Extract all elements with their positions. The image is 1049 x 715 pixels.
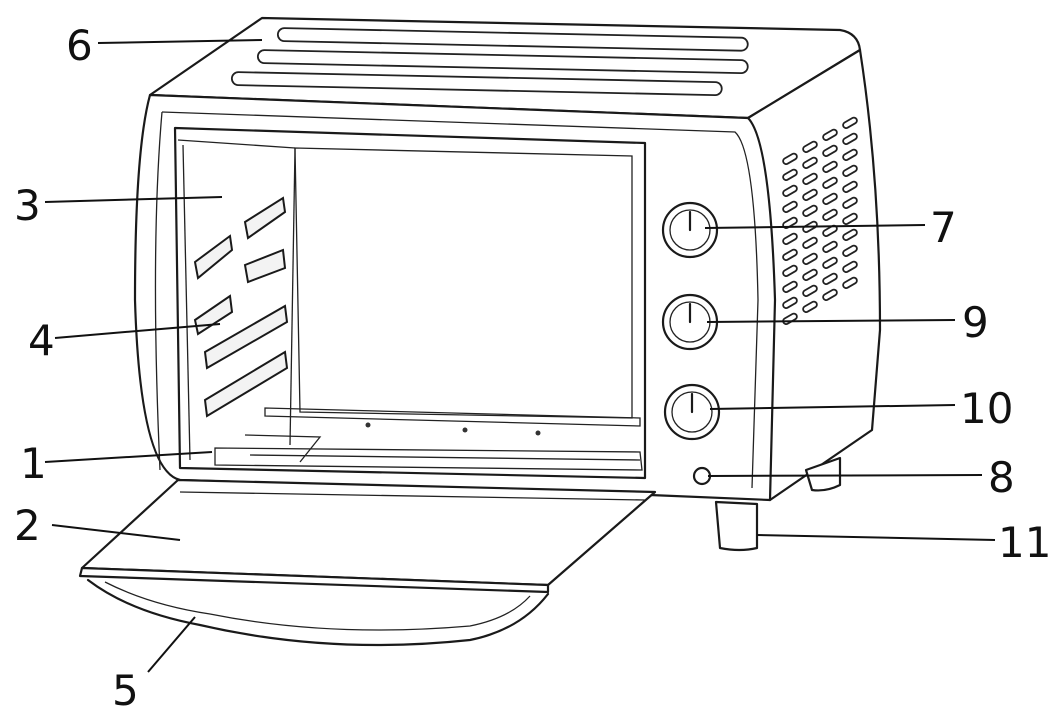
side-vent-slot <box>842 260 858 273</box>
side-vent-slot <box>822 128 838 141</box>
side-vent-slot <box>782 200 798 213</box>
side-vent-slot <box>842 276 858 289</box>
side-vent-slot <box>802 284 818 297</box>
side-vent-slot <box>842 196 858 209</box>
top-vents <box>230 27 749 97</box>
side-vent-slot <box>802 172 818 185</box>
leader-lines <box>44 39 996 673</box>
power-indicator-light <box>692 466 712 486</box>
side-vent-slot <box>822 288 838 301</box>
side-vent-slot <box>782 184 798 197</box>
side-vent-slot <box>822 208 838 221</box>
side-vent-slot <box>802 220 818 233</box>
oven-cavity <box>173 126 647 480</box>
callout-10: 10 <box>960 384 1013 433</box>
side-vent-slot <box>802 140 818 153</box>
rack-supports <box>182 144 289 461</box>
callout-8: 8 <box>988 453 1015 502</box>
side-vent-slot <box>802 300 818 313</box>
side-vents <box>782 116 858 325</box>
side-vent-slot <box>802 236 818 249</box>
callout-9: 9 <box>962 298 989 347</box>
side-vent-slot <box>782 152 798 165</box>
callout-1: 1 <box>20 439 47 488</box>
oven-door <box>78 478 657 594</box>
side-vent-slot <box>802 252 818 265</box>
side-vent-slot <box>822 256 838 269</box>
callout-3: 3 <box>14 181 41 230</box>
side-vent-slot <box>842 148 858 161</box>
side-vent-slot <box>822 272 838 285</box>
side-vent-slot <box>782 264 798 277</box>
side-vent-slot <box>782 168 798 181</box>
side-vent-slot <box>782 296 798 309</box>
callout-2: 2 <box>14 501 41 550</box>
side-vent-slot <box>822 192 838 205</box>
side-vent-slot <box>822 176 838 189</box>
side-vent-slot <box>842 244 858 257</box>
callout-11: 11 <box>998 518 1049 567</box>
oven-feet <box>714 456 842 552</box>
callout-5: 5 <box>112 666 139 715</box>
side-vent-slot <box>842 228 858 241</box>
side-vent-slot <box>842 132 858 145</box>
callout-7: 7 <box>930 203 957 252</box>
door-handle <box>86 578 550 647</box>
oven-body <box>133 16 882 502</box>
side-vent-slot <box>802 188 818 201</box>
side-vent-slot <box>842 116 858 129</box>
timer-knob[interactable] <box>663 383 721 441</box>
callout-6: 6 <box>66 21 93 70</box>
side-vent-slot <box>822 160 838 173</box>
side-vent-slot <box>802 204 818 217</box>
side-vent-slot <box>842 164 858 177</box>
front-frame <box>133 93 777 502</box>
side-vent-slot <box>782 248 798 261</box>
side-vent-slot <box>802 156 818 169</box>
side-vent-slot <box>782 232 798 245</box>
side-vent-slot <box>822 240 838 253</box>
callout-4: 4 <box>28 316 55 365</box>
side-vent-slot <box>822 144 838 157</box>
side-vent-slot <box>842 212 858 225</box>
side-vent-slot <box>782 280 798 293</box>
temperature-knob[interactable] <box>661 201 719 259</box>
side-vent-slot <box>802 268 818 281</box>
side-vent-slot <box>842 180 858 193</box>
